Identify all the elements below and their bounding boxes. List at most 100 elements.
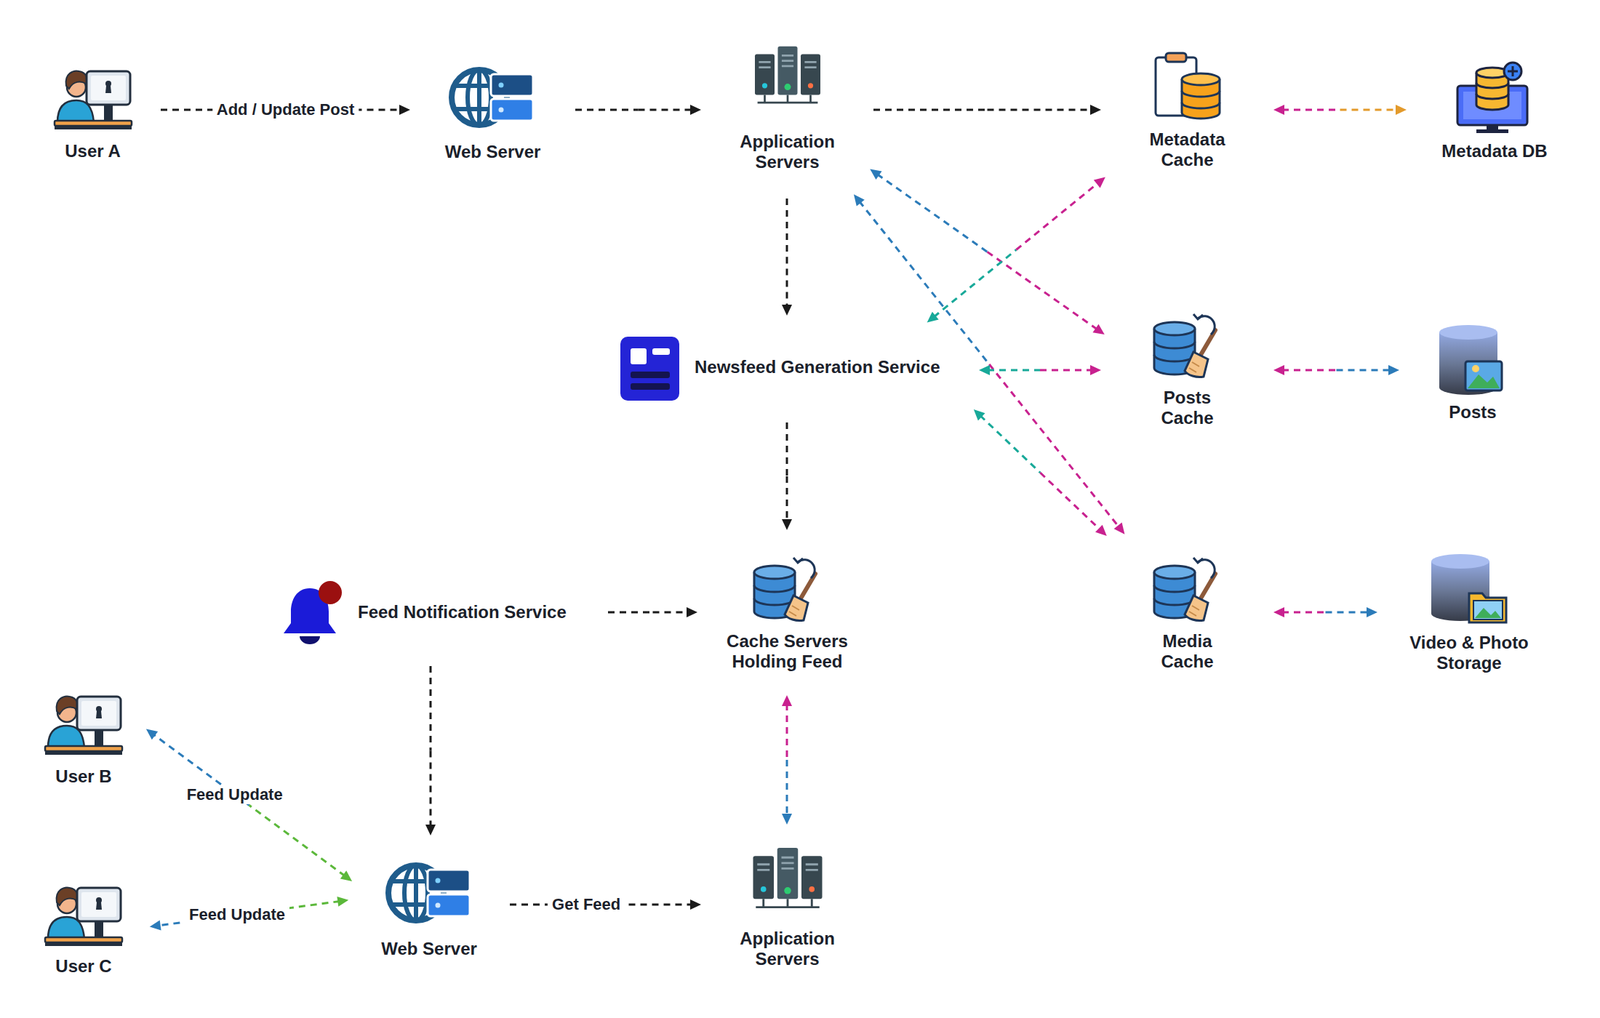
storage-icon — [1431, 554, 1507, 623]
connector — [781, 695, 792, 825]
node-label: User A — [45, 141, 141, 162]
arrow-head — [853, 194, 865, 206]
cache-node: Posts Cache — [1120, 305, 1255, 437]
connector — [973, 409, 1107, 536]
connector — [853, 194, 1126, 534]
arrow-head — [686, 607, 698, 618]
web-server-icon — [388, 865, 470, 921]
arrow-head — [690, 899, 702, 910]
arrow-head — [1093, 177, 1106, 189]
storage-node: Posts — [1418, 320, 1528, 430]
dashed-line — [429, 751, 432, 828]
node-label: Posts Cache — [1147, 387, 1228, 429]
dashed-line — [1282, 369, 1337, 372]
cache-icon — [1154, 557, 1216, 622]
node-label: Application Servers — [725, 928, 850, 970]
arrow-head — [399, 104, 411, 115]
dashed-line — [786, 198, 789, 258]
dashed-line — [858, 201, 990, 365]
dashed-line — [786, 704, 789, 760]
node-label: Cache Servers Holding Feed — [716, 631, 859, 672]
dashed-line — [653, 611, 690, 614]
service-node: Newsfeed Generation Service — [618, 334, 960, 404]
database-icon — [1457, 62, 1528, 134]
connector — [425, 666, 436, 836]
dashed-line — [987, 109, 1094, 112]
arrow-head — [690, 104, 702, 115]
arrow-head — [927, 312, 939, 323]
server-icon — [754, 46, 821, 103]
dashed-line — [1336, 369, 1392, 372]
dashed-line — [608, 611, 654, 614]
dashed-line — [638, 109, 694, 112]
node-label: Newsfeed Generation Service — [694, 357, 940, 378]
arrow-head — [149, 920, 162, 931]
dashed-line — [1016, 182, 1099, 250]
dashed-line — [1282, 611, 1326, 614]
arrow-head — [1273, 365, 1285, 376]
arrow-head — [781, 695, 792, 707]
node-label: Metadata Cache — [1133, 129, 1243, 171]
web-server-icon — [451, 69, 534, 126]
connector — [149, 896, 349, 931]
arrow-head — [781, 813, 792, 825]
cache-node: Cache Servers Holding Feed — [716, 549, 859, 677]
connector — [1273, 607, 1378, 618]
connector — [927, 177, 1106, 323]
arrow-head — [869, 169, 882, 180]
web-server-node: Web Server — [429, 58, 557, 168]
app-server-node: Application Servers — [720, 843, 855, 975]
edge-label: Feed Update — [182, 785, 288, 805]
server-icon — [753, 848, 823, 908]
edge-label: Add / Update Post — [212, 100, 359, 120]
storage-node: Video & Photo Storage — [1396, 549, 1542, 677]
cache-node: Metadata Cache — [1120, 45, 1255, 180]
arrow-head — [425, 824, 436, 836]
user-node: User C — [36, 874, 131, 984]
cache-icon — [1154, 314, 1216, 378]
dashed-line — [1282, 109, 1341, 112]
cache-icon — [754, 557, 816, 622]
node-label: Posts — [1418, 402, 1528, 423]
node-label: Metadata DB — [1425, 141, 1564, 162]
connector — [873, 104, 1102, 115]
cache-icon — [1155, 53, 1220, 119]
dashed-line — [786, 257, 789, 308]
connector — [781, 422, 792, 531]
arrow-head — [781, 519, 792, 531]
newsfeed-icon — [620, 336, 680, 401]
arrow-head — [1366, 607, 1378, 618]
dashed-line — [575, 109, 639, 112]
node-label: Application Servers — [725, 131, 850, 173]
dashed-line — [429, 666, 432, 752]
arrow-head — [146, 729, 158, 741]
arrow-head — [1273, 607, 1285, 618]
dashed-line — [987, 369, 1040, 372]
arrow-head — [978, 365, 990, 376]
arrow-head — [781, 304, 792, 316]
arrow-head — [1395, 104, 1407, 115]
cache-node: Media Cache — [1120, 549, 1255, 677]
arrow-head — [340, 870, 352, 882]
database-node: Metadata DB — [1425, 58, 1564, 168]
node-label: Web Server — [429, 141, 557, 163]
dashed-line — [873, 109, 988, 112]
arrow-head — [336, 896, 349, 907]
dashed-line — [786, 760, 789, 816]
arrow-head — [1092, 324, 1104, 335]
dashed-line — [877, 174, 987, 253]
node-label: Video & Photo Storage — [1396, 632, 1542, 674]
dashed-line — [987, 251, 1098, 330]
edge-label: Feed Update — [184, 905, 290, 925]
arrow-head — [1114, 522, 1126, 535]
connector — [608, 607, 698, 618]
arrow-head — [1273, 104, 1285, 115]
user-icon — [54, 71, 132, 130]
arrow-head — [973, 409, 986, 421]
app-server-node: Application Servers — [720, 45, 855, 180]
connector — [1273, 104, 1407, 115]
dashed-line — [1325, 611, 1370, 614]
